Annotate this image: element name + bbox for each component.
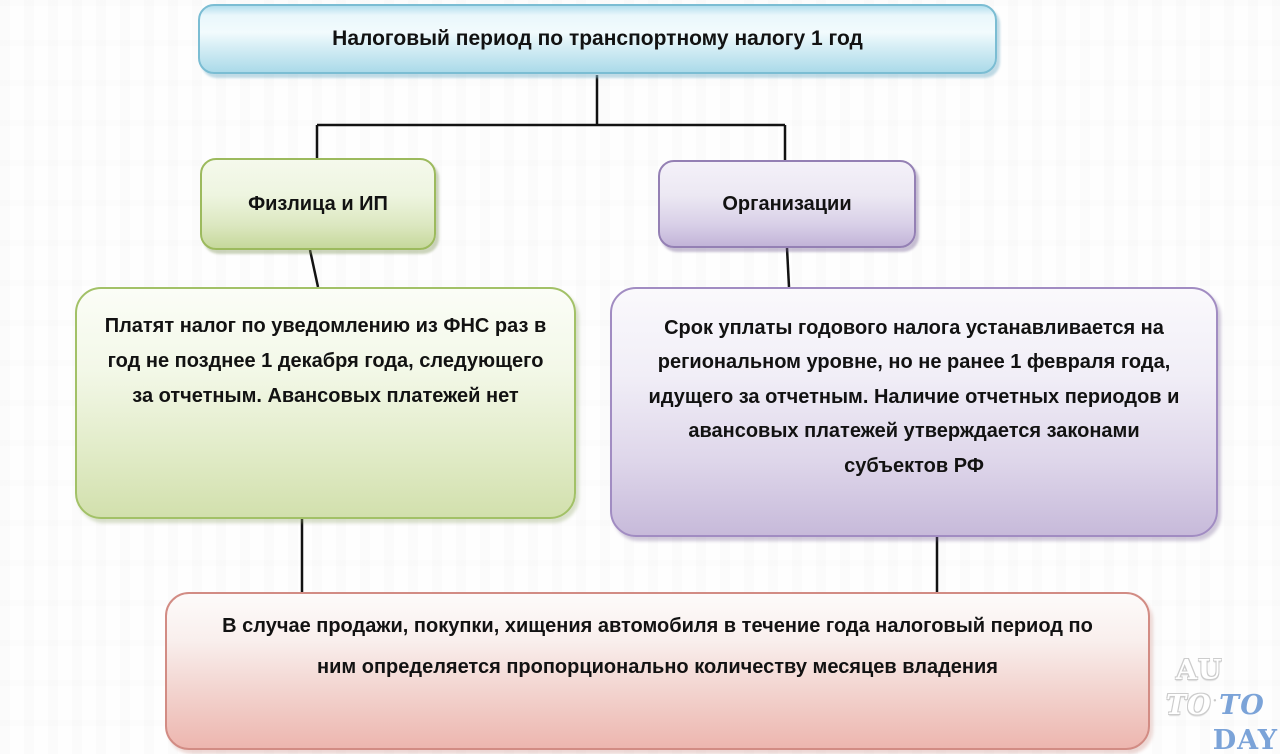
root-node-tax-period: Налоговый период по транспортному налогу…: [198, 4, 997, 74]
branch-node-individuals: Физлица и ИП: [200, 158, 436, 250]
footer-note-node: В случае продажи, покупки, хищения автом…: [165, 592, 1150, 750]
detail-organizations-text: Срок уплаты годового налога устанавливае…: [648, 317, 1180, 477]
watermark-logo: AU TO · TO DAY: [1166, 653, 1280, 754]
detail-individuals-text: Платят налог по уведомлению из ФНС раз в…: [104, 315, 547, 407]
detail-node-individuals: Платят налог по уведомлению из ФНС раз в…: [75, 287, 576, 519]
watermark-day: DAY: [1212, 725, 1278, 754]
watermark-line2: TO · TO: [1166, 688, 1280, 723]
root-node-label: Налоговый период по транспортному налогу…: [332, 27, 863, 50]
watermark-dot-separator: ·: [1212, 694, 1219, 709]
watermark-to-blue: TO: [1219, 690, 1265, 721]
watermark-line3: DAY: [1166, 723, 1280, 754]
watermark-line1: AU: [1166, 653, 1280, 688]
branch-node-organizations: Организации: [658, 160, 916, 248]
branch-organizations-label: Организации: [722, 192, 852, 215]
detail-node-organizations: Срок уплаты годового налога устанавливае…: [610, 287, 1218, 537]
branch-individuals-label: Физлица и ИП: [248, 192, 388, 215]
footer-note-text: В случае продажи, покупки, хищения автом…: [222, 615, 1093, 678]
watermark-au: AU: [1176, 655, 1223, 686]
watermark-to-white: TO: [1166, 690, 1212, 721]
